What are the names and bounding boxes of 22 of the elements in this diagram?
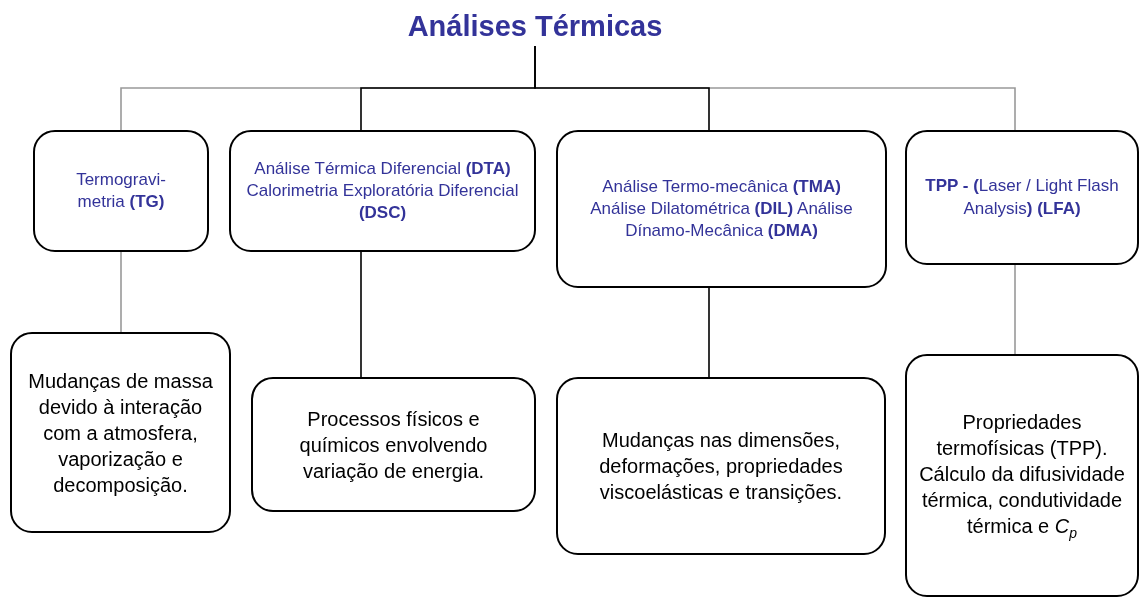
- heading-text: Análises Térmicas: [407, 9, 663, 43]
- description-box: [10, 332, 231, 533]
- connector-line: [1014, 264, 1016, 355]
- description-box: [905, 354, 1139, 597]
- box-text: Análise Térmica Diferencial (DTA) Calorimetria Exploratória Diferencial (DSC): [245, 157, 520, 225]
- method-box: [905, 130, 1139, 265]
- method-box: [33, 130, 209, 252]
- method-box: [556, 130, 887, 288]
- connector-line: [708, 287, 710, 378]
- box-text: Propriedades termofísicas (TPP). Cálculo da difusividade térmica, condutividade térmica e C$_{p}$: [918, 409, 1126, 543]
- description-box: [251, 377, 536, 512]
- connector-line: [360, 251, 362, 378]
- box-text: Termogravi- metria (TG): [75, 168, 167, 213]
- box-text: Mudanças nas dimensões, deformações, propriedades viscoelásticas e transições.: [598, 428, 844, 505]
- box-text: Análise Termo-mecânica (TMA) Análise Dilatométrica (DIL) Análise Dínamo-Mecânica (DMA): [589, 175, 854, 243]
- description-box: [556, 377, 886, 555]
- method-box: [229, 130, 536, 252]
- connector-line: [534, 45, 710, 131]
- connector-line: [120, 251, 122, 333]
- box-text: TPP - (Laser / Light Flash Analysis) (LFA): [924, 175, 1120, 220]
- box-text: Mudanças de massa devido à interação com a atmosfera, vaporização e decomposição.: [27, 368, 214, 498]
- box-text: Processos físicos e químicos envolvendo variação de energia.: [298, 406, 489, 484]
